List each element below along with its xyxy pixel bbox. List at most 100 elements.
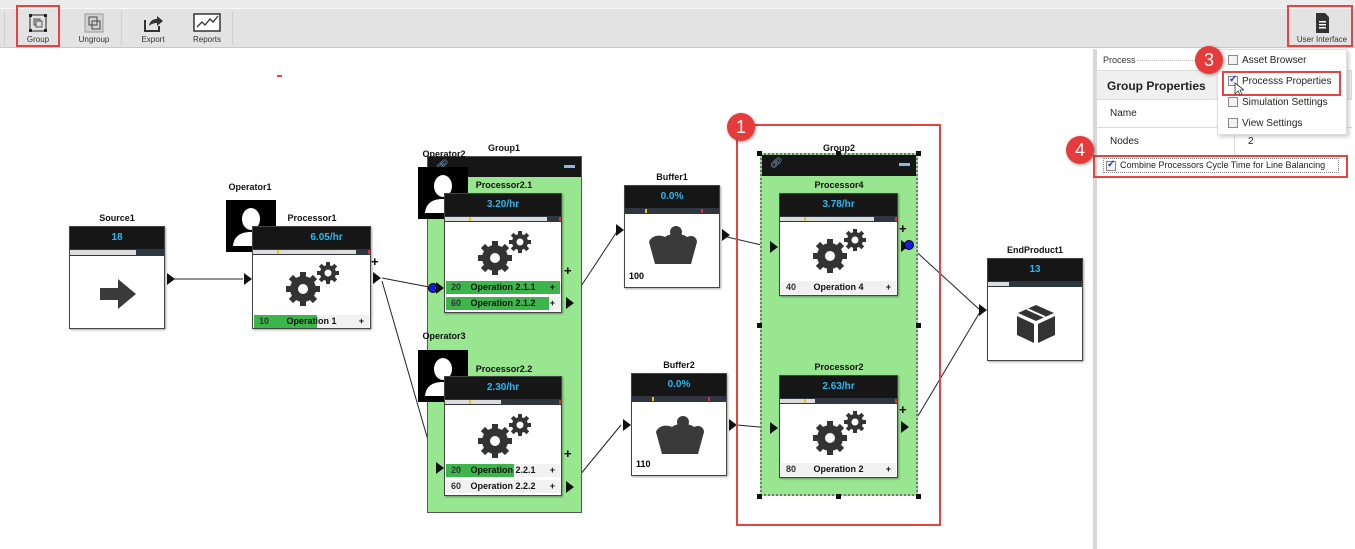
- processor1-input-port[interactable]: [244, 273, 252, 285]
- processor2-input-port[interactable]: [770, 422, 778, 434]
- connector-line: [381, 277, 435, 289]
- selection-handle[interactable]: [757, 323, 762, 328]
- callout-highlight-process-properties: [1222, 71, 1341, 96]
- buffer2-level: 0.0%: [632, 374, 726, 396]
- toolbar-separator: [232, 11, 233, 45]
- menu-item-asset-browser[interactable]: Asset Browser: [1228, 55, 1306, 73]
- link-icon[interactable]: 🔗︎: [436, 160, 449, 171]
- operator2-avatar[interactable]: [418, 167, 468, 219]
- connector-line: [909, 245, 981, 311]
- processor22-output-port[interactable]: [566, 481, 574, 493]
- buffer1-output-port[interactable]: [722, 229, 730, 241]
- buffer1-node[interactable]: 0.0% 100: [624, 185, 720, 288]
- buffer-basket-icon: [656, 416, 704, 454]
- selection-handle[interactable]: [836, 151, 841, 156]
- user-interface-button[interactable]: User Interface: [1291, 11, 1353, 47]
- endproduct-node[interactable]: 13: [987, 258, 1083, 361]
- selection-handle[interactable]: [757, 151, 762, 156]
- menu-item-process-properties[interactable]: Processs Properties: [1228, 74, 1331, 94]
- buffer2-capacity: 110: [636, 459, 651, 469]
- collapse-icon[interactable]: [564, 165, 575, 168]
- source-output-port[interactable]: [167, 273, 175, 285]
- processor4-input-port[interactable]: [770, 241, 778, 253]
- link-icon[interactable]: 🔗︎: [770, 158, 783, 169]
- processor2-label: Processor2: [814, 362, 864, 372]
- combine-cycle-time-checkbox[interactable]: Combine Processors Cycle Time for Line B…: [1103, 158, 1339, 173]
- selection-handle[interactable]: [757, 494, 762, 499]
- processor21-rate: 3.20/hr: [445, 194, 561, 216]
- checkbox-checked[interactable]: [1106, 159, 1116, 171]
- menu-item-simulation-settings[interactable]: Simulation Settings: [1228, 97, 1328, 115]
- property-row-nodes: Nodes 2: [1096, 128, 1352, 156]
- connection-point[interactable]: [904, 240, 914, 250]
- export-button[interactable]: Export: [135, 11, 171, 47]
- add-output-icon[interactable]: +: [371, 254, 379, 269]
- add-output-icon[interactable]: +: [564, 263, 572, 278]
- mouse-cursor-icon: [1234, 82, 1244, 96]
- endproduct-count: 13: [988, 259, 1082, 281]
- ungroup-button[interactable]: Ungroup: [73, 11, 115, 47]
- gears-icon: [813, 229, 866, 273]
- processor1-label: Processor1: [287, 213, 337, 223]
- selection-handle[interactable]: [916, 323, 921, 328]
- selection-handle[interactable]: [836, 494, 841, 499]
- buffer2-label: Buffer2: [663, 360, 695, 370]
- buffer-basket-icon: [649, 226, 697, 264]
- processor1-progress-bar: [253, 249, 370, 255]
- source-node[interactable]: 18: [69, 226, 165, 329]
- arrow-right-icon: [100, 279, 136, 309]
- user-interface-label: User Interface: [1296, 35, 1348, 44]
- processor22-input-port[interactable]: [436, 462, 444, 474]
- selection-handle[interactable]: [916, 151, 921, 156]
- selection-handle[interactable]: [916, 494, 921, 499]
- callout-highlight-group2: [736, 124, 941, 526]
- processor21-output-port[interactable]: [566, 297, 574, 309]
- add-output-icon[interactable]: +: [564, 446, 572, 461]
- processor21-progress-bar: [445, 216, 561, 222]
- processor1-output-port[interactable]: [373, 272, 381, 284]
- callout-highlight-user-interface: [1287, 5, 1353, 47]
- processor4-label: Processor4: [814, 180, 864, 190]
- menu-item-view-settings[interactable]: View Settings: [1228, 118, 1302, 136]
- callout-badge-3: 3: [1195, 46, 1223, 74]
- operator3-label: Operator3: [422, 331, 466, 341]
- buffer1-input-port[interactable]: [616, 224, 624, 236]
- processor2-output-port[interactable]: [901, 421, 909, 433]
- toolbar-separator: [4, 11, 5, 45]
- source-progress-bar: [70, 249, 164, 256]
- processor4-progress-bar: [780, 216, 897, 222]
- processor4-rate: 3.78/hr: [780, 194, 897, 216]
- export-icon: [144, 16, 163, 32]
- processor21-input-port[interactable]: [436, 282, 444, 294]
- processor2-rate: 2.63/hr: [780, 376, 897, 398]
- add-output-icon[interactable]: +: [899, 402, 907, 417]
- buffer2-input-port[interactable]: [623, 419, 631, 431]
- operator2-label: Operator2: [422, 149, 466, 159]
- add-output-icon[interactable]: +: [899, 221, 907, 236]
- endproduct-input-port[interactable]: [979, 304, 987, 316]
- toolbar: Group Ungroup Export Reports User Interf…: [0, 9, 1355, 48]
- buffer2-node[interactable]: 0.0% 110: [631, 373, 727, 476]
- processor21-label: Processor2.1: [475, 180, 533, 190]
- group-button[interactable]: Group: [18, 11, 58, 47]
- group2-header: 🔗︎: [762, 155, 916, 176]
- collapse-icon[interactable]: [899, 163, 910, 166]
- document-icon: [1316, 13, 1329, 33]
- processor22-rate: 2.30/hr: [445, 377, 561, 399]
- buffer2-output-port[interactable]: [729, 419, 737, 431]
- operator1-label: Operator1: [228, 182, 272, 192]
- reports-button[interactable]: Reports: [187, 11, 227, 47]
- ungroup-label: Ungroup: [78, 35, 110, 44]
